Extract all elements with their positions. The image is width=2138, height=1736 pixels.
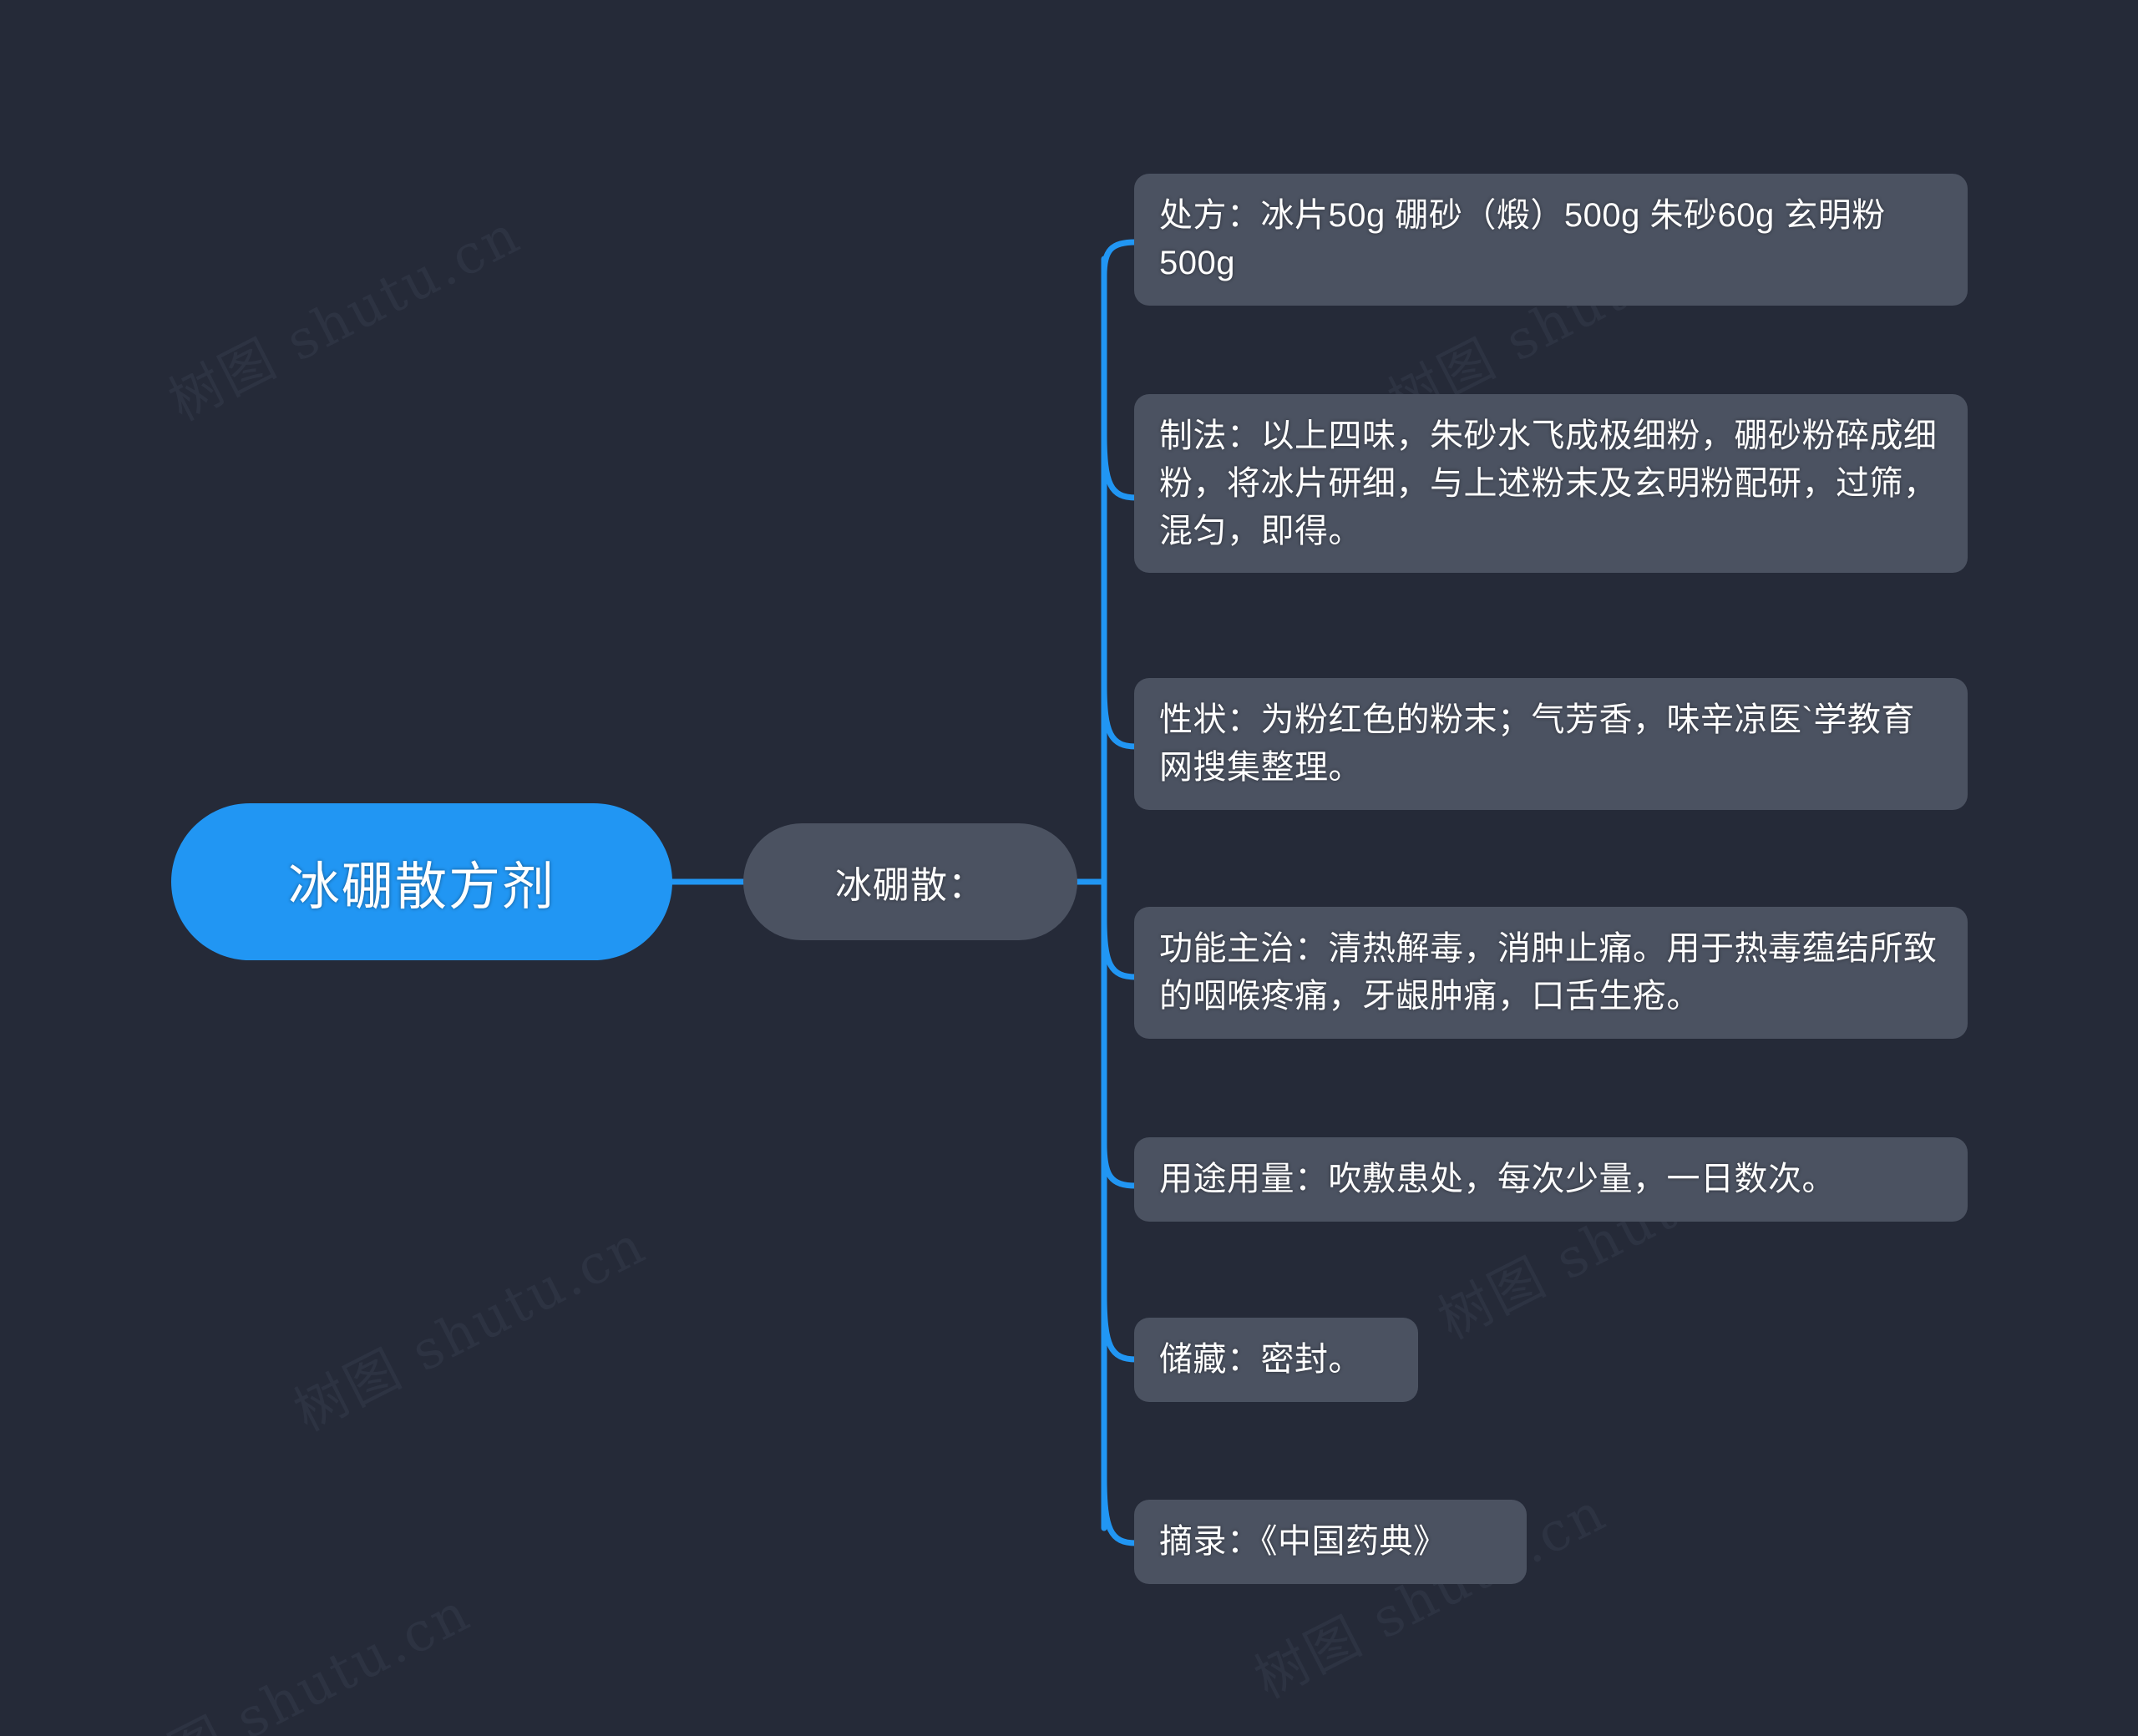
leaf-node-preparation[interactable]: 制法：以上四味，朱砂水飞成极细粉，硼砂粉碎成细粉，将冰片研细，与上述粉末及玄明粉…	[1134, 394, 1968, 574]
leaf-node-properties[interactable]: 性状：为粉红色的粉末；气芳香，味辛凉医`学教育网搜集整理。	[1134, 678, 1968, 810]
link-leaf-4	[1101, 915, 1139, 980]
watermark-text: 树图 shutu.cn	[160, 203, 531, 433]
branch-node[interactable]: 冰硼散：	[743, 823, 1077, 940]
leaf-node-label: 处方：冰片50g 硼砂（煅）500g 朱砂60g 玄明粉500g	[1159, 197, 1886, 281]
link-leaf-2	[1101, 431, 1139, 501]
watermark-text: 树图 shutu.cn	[109, 1581, 481, 1736]
link-leaf-7	[1101, 1475, 1139, 1546]
leaf-node-indications[interactable]: 功能主治：清热解毒，消肿止痛。用于热毒蕴结所致的咽喉疼痛，牙龈肿痛，口舌生疮。	[1134, 907, 1968, 1039]
link-leaf-3	[1101, 681, 1139, 750]
root-node[interactable]: 冰硼散方剂	[171, 803, 672, 960]
leaf-node-label: 用途用量：吹敷患处，每次少量，一日数次。	[1159, 1161, 1836, 1197]
watermark-text: 树图 shutu.cn	[285, 1213, 656, 1444]
leaf-node-label: 性状：为粉红色的粉末；气芳香，味辛凉医`学教育网搜集整理。	[1159, 701, 1915, 786]
leaf-node-dosage[interactable]: 用途用量：吹敷患处，每次少量，一日数次。	[1134, 1137, 1968, 1222]
leaf-node-label: 储藏：密封。	[1159, 1341, 1362, 1378]
root-node-label: 冰硼散方剂	[287, 858, 555, 916]
link-leaf-5	[1101, 1141, 1139, 1189]
leaf-node-prescription[interactable]: 处方：冰片50g 硼砂（煅）500g 朱砂60g 玄明粉500g	[1134, 174, 1968, 306]
leaf-node-label: 摘录：《中国药典》	[1159, 1523, 1447, 1560]
leaf-node-label: 功能主治：清热解毒，消肿止痛。用于热毒蕴结所致的咽喉疼痛，牙龈肿痛，口舌生疮。	[1159, 930, 1938, 1015]
branch-node-label: 冰硼散：	[835, 865, 985, 906]
leaf-node-label: 制法：以上四味，朱砂水飞成极细粉，硼砂粉碎成细粉，将冰片研细，与上述粉末及玄明粉…	[1159, 418, 1938, 549]
link-leaf-1	[1101, 239, 1139, 279]
leaf-node-storage[interactable]: 储藏：密封。	[1134, 1318, 1418, 1402]
leaf-node-source[interactable]: 摘录：《中国药典》	[1134, 1500, 1527, 1584]
link-leaf-6	[1101, 1291, 1139, 1363]
